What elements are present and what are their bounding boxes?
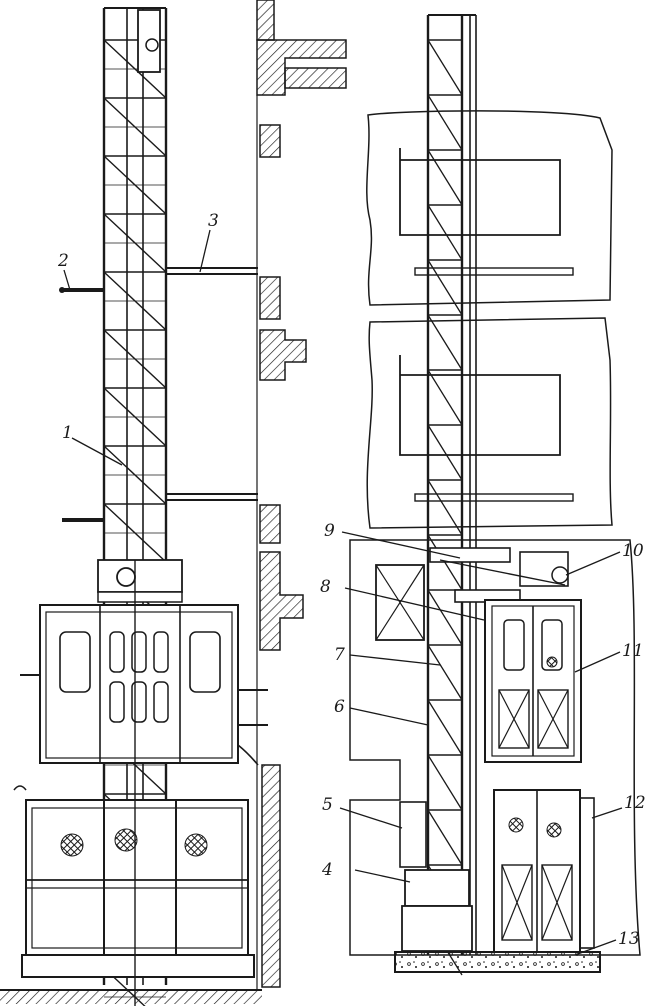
mast-bracing-right — [427, 39, 463, 976]
callout-8: 8 — [320, 577, 331, 597]
building-wall-left — [256, 0, 347, 990]
callout-2: 2 — [57, 251, 69, 271]
callout-12: 12 — [624, 793, 646, 813]
foundation-slab — [394, 951, 601, 973]
left-hoist-elevation — [0, 0, 347, 1006]
drive-unit-left — [97, 559, 183, 603]
callout-leaders — [63, 229, 623, 956]
callout-labels: 1 2 3 4 5 6 7 8 9 10 11 12 13 — [57, 211, 646, 949]
counterweight-frame — [375, 564, 425, 641]
top-head-left — [137, 9, 161, 73]
callout-4: 4 — [321, 860, 333, 880]
callout-9: 9 — [324, 521, 335, 541]
drive-unit-right — [429, 547, 569, 603]
callout-5: 5 — [322, 795, 333, 815]
callout-3: 3 — [208, 211, 219, 231]
callout-13: 13 — [618, 929, 640, 949]
right-hoist-side-view — [349, 14, 641, 976]
cage-left-windows — [109, 631, 169, 723]
building-outline-right — [366, 110, 613, 306]
base-block — [399, 801, 473, 952]
building-outline-right-2 — [366, 317, 613, 529]
ground-hatch-left — [0, 989, 262, 1004]
callout-7: 7 — [334, 645, 345, 665]
cage-right-upper — [484, 599, 582, 763]
callout-6: 6 — [334, 697, 345, 717]
building-outline-right-3 — [349, 539, 641, 956]
cage-left — [20, 604, 268, 766]
callout-10: 10 — [622, 541, 644, 561]
wall-tie-lower — [62, 493, 258, 522]
callout-1: 1 — [62, 423, 73, 443]
wall-tie-upper — [59, 267, 258, 293]
callout-11: 11 — [622, 641, 644, 661]
cage-right-ground — [493, 789, 595, 953]
ground-enclosure-left — [13, 785, 255, 978]
